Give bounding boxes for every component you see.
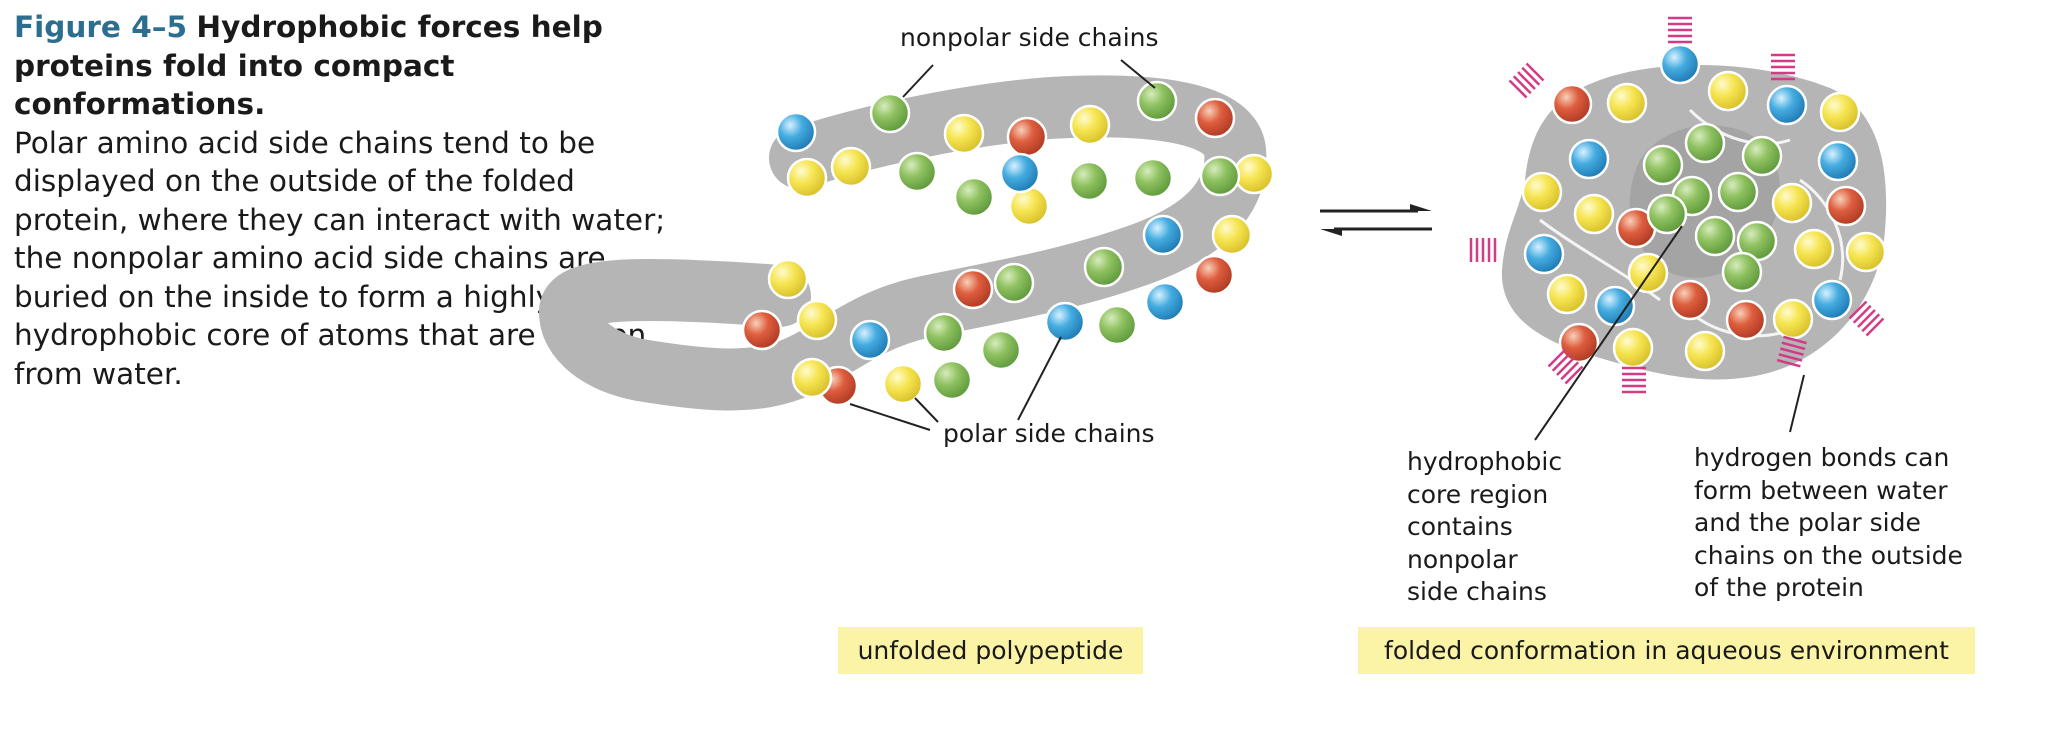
nonpolar-side-chain [1096, 304, 1138, 346]
hydrogen-bond [1508, 62, 1545, 99]
hydrogen-bond [1776, 335, 1807, 368]
nonpolar-side-chain [1068, 160, 1110, 202]
hydrogen-bond [1668, 16, 1692, 44]
leader-polar-1 [849, 403, 931, 431]
polar-side-chain-blue [1144, 281, 1186, 323]
polar-side-chain-yellow [1521, 171, 1563, 213]
nonpolar-side-chain [1642, 144, 1684, 186]
polar-side-chain-blue [1817, 140, 1859, 182]
leader-polar-3 [1017, 336, 1062, 421]
polar-side-chain-red [1558, 322, 1600, 364]
nonpolar-side-chain [1646, 193, 1688, 235]
leader-hbond [1789, 374, 1805, 433]
polar-side-chain-yellow [767, 258, 809, 300]
label-hydrogen-bonds: hydrogen bonds can form between water an… [1694, 443, 1963, 602]
hydrogen-bond [1469, 238, 1497, 262]
panel-label-folded: folded conformation in aqueous environme… [1358, 627, 1975, 674]
panel-label-unfolded: unfolded polypeptide [838, 627, 1143, 674]
leader-core [1534, 225, 1683, 441]
leader-nonpolar-right [1120, 59, 1156, 89]
polar-side-chain-blue [1142, 214, 1184, 256]
polar-side-chain-blue [999, 152, 1041, 194]
polar-side-chain-blue [1044, 301, 1086, 343]
unfolded-polypeptide [539, 75, 1275, 411]
hydrogen-bond [1547, 348, 1584, 385]
polar-side-chain-yellow [882, 363, 924, 405]
nonpolar-side-chain [1083, 246, 1125, 288]
figure-caption: Figure 4–5 Hydrophobic forces help prote… [14, 8, 674, 393]
polar-side-chain-yellow [796, 299, 838, 341]
polar-side-chain-blue [849, 319, 891, 361]
nonpolar-side-chain [1741, 135, 1783, 177]
unfolded-side-chains [741, 80, 1275, 407]
nonpolar-side-chain [869, 92, 911, 134]
figure-number: Figure 4–5 [14, 10, 188, 44]
polar-side-chain-red [1725, 299, 1767, 341]
polar-side-chain-yellow [943, 113, 985, 155]
polar-side-chain-red [952, 268, 994, 310]
nonpolar-side-chain [1199, 155, 1241, 197]
hydrogen-bond [1771, 53, 1795, 81]
leader-nonpolar-left [902, 64, 934, 98]
polar-side-chain-red [1194, 97, 1236, 139]
polar-side-chain-red [1006, 116, 1048, 158]
polar-side-chain-yellow [1606, 82, 1648, 124]
hydrogen-bond [1622, 366, 1646, 394]
polar-side-chain-yellow [1069, 104, 1111, 146]
nonpolar-side-chain [931, 359, 973, 401]
polar-side-chain-yellow [1627, 252, 1669, 294]
polar-side-chain-yellow [1211, 214, 1253, 256]
polar-side-chain-blue [1811, 279, 1853, 321]
polar-side-chain-yellow [1772, 298, 1814, 340]
folded-side-chains [1521, 43, 1887, 372]
polar-side-chain-red [1669, 279, 1711, 321]
polar-side-chain-red [741, 309, 783, 351]
polar-side-chain-blue [1568, 138, 1610, 180]
polar-side-chain-blue [1523, 233, 1565, 275]
nonpolar-side-chain [1684, 122, 1726, 164]
polar-side-chain-yellow [791, 357, 833, 399]
polar-side-chain-yellow [1771, 182, 1813, 224]
nonpolar-side-chain [953, 176, 995, 218]
equilibrium-arrows-icon [1320, 204, 1432, 236]
polar-side-chain-yellow [1793, 228, 1835, 270]
polar-side-chain-yellow [830, 146, 872, 188]
polar-side-chain-yellow [786, 157, 828, 199]
nonpolar-side-chain [1694, 215, 1736, 257]
polar-side-chain-red [1551, 83, 1593, 125]
label-polar-side-chains: polar side chains [943, 419, 1155, 448]
folded-protein [1469, 16, 1887, 394]
polar-side-chain-yellow [1546, 273, 1588, 315]
unfolded-backbone [539, 75, 1267, 411]
polar-side-chain-red [1193, 254, 1235, 296]
polar-side-chain-red [1825, 185, 1867, 227]
hydrogen-bonds [1469, 16, 1885, 394]
nonpolar-side-chain [1721, 251, 1763, 293]
nonpolar-side-chain [896, 151, 938, 193]
leader-polar-2 [914, 397, 939, 423]
nonpolar-side-chain [993, 262, 1035, 304]
polar-side-chain-yellow [1573, 193, 1615, 235]
polar-side-chain-yellow [1612, 327, 1654, 369]
figure-title: Hydrophobic forces help proteins fold in… [14, 10, 603, 121]
polar-side-chain-yellow [1819, 91, 1861, 133]
nonpolar-side-chain [1132, 157, 1174, 199]
polar-side-chain-yellow [1707, 70, 1749, 112]
hydrogen-bond [1848, 300, 1885, 337]
label-hydrophobic-core: hydrophobic core region contains nonpola… [1407, 447, 1563, 606]
nonpolar-side-chain [1136, 80, 1178, 122]
leader-lines [849, 59, 1805, 441]
nonpolar-side-chain [923, 312, 965, 354]
polar-side-chain-blue [1766, 84, 1808, 126]
polar-side-chain-blue [1659, 43, 1701, 85]
nonpolar-side-chain [980, 329, 1022, 371]
polar-side-chain-yellow [1684, 330, 1726, 372]
label-nonpolar-side-chains: nonpolar side chains [900, 23, 1159, 52]
polar-side-chain-yellow [1845, 231, 1887, 273]
nonpolar-side-chain [1717, 171, 1759, 213]
polar-side-chain-yellow [1233, 153, 1275, 195]
polar-side-chain-blue [775, 111, 817, 153]
polar-side-chain-blue [1594, 285, 1636, 327]
